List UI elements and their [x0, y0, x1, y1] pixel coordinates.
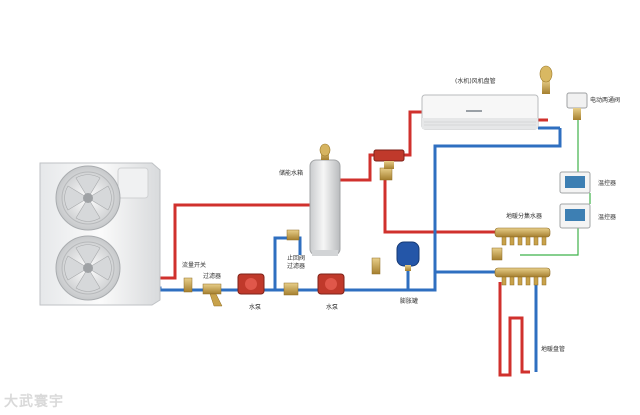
pump-1-label: 水泵	[249, 304, 262, 311]
flow-switch-icon	[183, 277, 193, 293]
flow-switch-label: 流量开关	[182, 262, 207, 269]
filter-icon	[202, 283, 223, 307]
manifold-label: 地暖分集水器	[506, 213, 543, 220]
fan-icon	[55, 235, 121, 301]
pump-1-icon	[237, 273, 265, 295]
supply-pipe-to-manifold	[383, 170, 500, 234]
three-way-valve-icon	[373, 149, 405, 169]
fan-coil-unit	[421, 94, 539, 130]
check-valve-icon	[286, 229, 300, 241]
tank-valve-icon	[379, 167, 393, 181]
motor-valve-icon	[566, 92, 588, 120]
fan-icon	[55, 165, 121, 231]
air-vent-valve-icon	[319, 143, 331, 160]
fan-coil-label: (水机)风机盘管	[455, 78, 496, 85]
thermostat-1	[559, 171, 591, 194]
floor-coil-loop	[498, 282, 530, 377]
outdoor-heat-pump-unit	[39, 162, 161, 306]
manifold-return	[494, 267, 551, 286]
watermark-logo: 大武寰宇	[4, 394, 64, 410]
check-valve-label: 止回阀	[287, 255, 306, 262]
thermostat-2	[559, 203, 591, 229]
return-pipe-to-unit	[152, 286, 240, 292]
storage-tank-label: 储能水箱	[279, 170, 304, 177]
return-pipe-main	[340, 128, 562, 292]
mixing-valve-icon	[491, 247, 503, 261]
manifold-supply	[494, 227, 551, 246]
expansion-tank-icon	[396, 241, 420, 271]
thermostat-1-label: 温控器	[598, 180, 617, 187]
storage-tank	[309, 143, 341, 256]
drain-valve-icon	[371, 257, 381, 275]
pump-2-icon	[317, 273, 345, 295]
check-filter-label: 过滤器	[287, 263, 306, 270]
supply-pipe-unit-to-tank	[152, 203, 310, 280]
wire-thermostat-2	[520, 228, 579, 256]
hot-water-pipes	[152, 110, 548, 377]
thermostat-2-label: 温控器	[598, 214, 617, 221]
check-filter-icon	[283, 282, 299, 296]
expansion-tank-label: 膨胀罐	[400, 298, 419, 305]
floor-coil-label: 地暖盘管	[541, 346, 566, 353]
air-vent-valve-icon	[539, 65, 553, 94]
pump-2-label: 水泵	[326, 304, 339, 311]
filter-label: 过滤器	[203, 273, 222, 280]
motor-valve-label: 电动两通阀	[590, 97, 621, 104]
